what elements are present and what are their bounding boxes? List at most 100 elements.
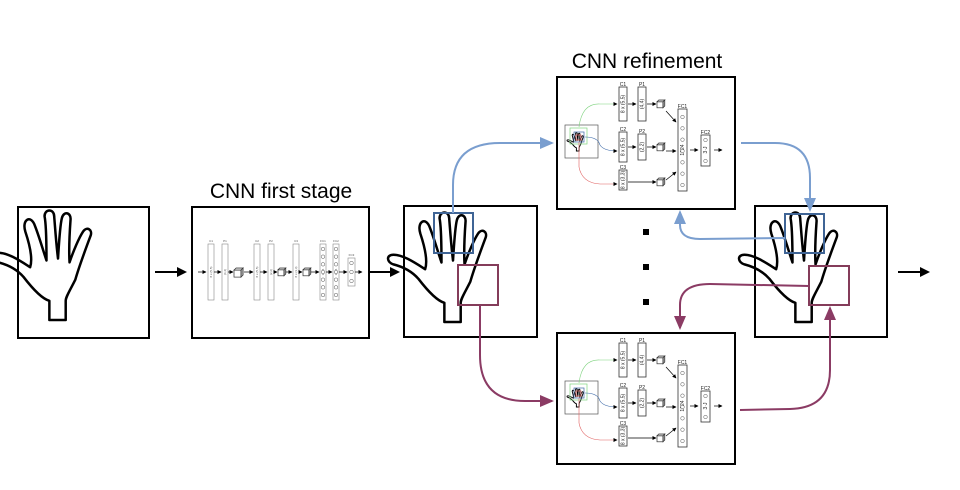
conv-layer-name: C1 (620, 338, 627, 344)
conv-layer-size: 8 x (3,3) (621, 426, 627, 445)
neuron (703, 414, 708, 420)
ellipsis-dot (643, 229, 649, 235)
neuron (320, 262, 326, 267)
layer-p1: P1(4,4) (221, 239, 229, 301)
layer-name: FC2 (333, 239, 339, 243)
conv-layer (618, 131, 628, 163)
neuron (333, 277, 339, 282)
ellipsis-dots (643, 229, 649, 305)
branch-c2: C28 x (5,5)P2(2,2) (618, 127, 666, 163)
neuron (333, 285, 339, 290)
pool-layer (637, 86, 647, 122)
conv-layer-size: 8 x (5,5) (621, 393, 627, 412)
ellipsis-dot (643, 264, 649, 270)
conv-layer-name: C2 (620, 127, 627, 133)
neuron (349, 269, 354, 275)
layer-name: C3 (294, 239, 298, 243)
refinement-network-top: C18 x (5,5)P1(4,4)C28 x (5,5)P2(2,2)C38 … (564, 82, 723, 192)
neuron (703, 158, 708, 164)
layer-fc3: FC33·J (347, 253, 356, 287)
neuron (349, 278, 354, 284)
pool-layer (637, 342, 647, 378)
layer-size-label: (2,2) (269, 269, 273, 275)
neuron (320, 246, 326, 252)
neuron (320, 285, 326, 290)
neuron (680, 416, 685, 421)
layer-fc2: FC21024 (332, 239, 340, 301)
branch-c3: C38 x (3,3) (618, 165, 666, 191)
red-crop-box (575, 134, 582, 141)
purple-arrow-to-refinement-bottom (479, 305, 554, 407)
neuron (680, 427, 685, 432)
layer-name: FC3 (349, 253, 355, 257)
fc-layer-name: FC2 (701, 386, 711, 392)
pool-layer-name: P2 (639, 385, 645, 391)
green-branch-connector (578, 358, 618, 384)
refinement-network-bottom: C18 x (5,5)P1(4,4)C28 x (5,5)P2(2,2)C38 … (564, 338, 723, 448)
neuron (680, 404, 685, 410)
feature-map-cube (656, 99, 666, 109)
pool-layer (637, 133, 647, 161)
layer-c2: C28 x (5,5) (253, 239, 261, 301)
blue-branch-connector (584, 392, 618, 409)
fc-layer-name: FC1 (678, 360, 688, 366)
fc-layer-size: 3·J (703, 402, 709, 409)
conv-layer-size: 8 x (5,5) (621, 350, 627, 369)
purple-region-box (457, 264, 499, 306)
neuron (333, 292, 339, 298)
green-crop-box (569, 383, 588, 401)
layer-arrow (665, 366, 677, 379)
refinement-input-thumbnail (564, 380, 599, 415)
pool-layer-name: P2 (639, 129, 645, 135)
branch-c1: C18 x (5,5)P1(4,4) (618, 338, 666, 378)
neuron (703, 137, 708, 143)
pool-layer-name: P1 (639, 82, 645, 88)
cnn-refinement-top-panel: C18 x (5,5)P1(4,4)C28 x (5,5)P2(2,2)C38 … (556, 76, 736, 210)
pool-layer-size: (2,2) (640, 142, 646, 153)
fc-layer (700, 390, 711, 423)
layer-c3: C3 8 x (3,3) (292, 239, 300, 301)
conv-layer (618, 387, 628, 419)
purple-arrow-loop-back (674, 282, 810, 330)
fc-layer-size: 3·J (703, 146, 709, 153)
blue-arrow-to-refined (741, 142, 816, 212)
blue-arrow-to-refinement-top (452, 137, 554, 213)
layer-fc1: FC11024 (677, 104, 687, 192)
blue-arrow-loop-back (674, 210, 786, 241)
conv-layer-size: 8 x (5,5) (621, 94, 627, 113)
conv-layer (618, 425, 628, 447)
layer-size-label: 8 x (5,5) (209, 266, 213, 277)
green-branch-connector (578, 102, 618, 128)
feature-map-cube (656, 433, 666, 443)
conv-layer (618, 342, 628, 378)
layer-size-label: 8 x (5,5) (255, 266, 259, 277)
pool-layer-size: (4,4) (640, 99, 646, 110)
blue-branch-connector (584, 136, 618, 153)
neuron (680, 171, 685, 176)
refined-estimate-panel (737, 205, 888, 338)
red-crop-box (575, 390, 582, 397)
initial-estimate-panel (386, 205, 538, 338)
neuron (680, 126, 685, 131)
neuron (680, 160, 685, 165)
neuron (680, 182, 685, 188)
neuron (680, 148, 685, 154)
blue-region-box (784, 213, 825, 254)
layer-size-label: 8 x (3,3) (294, 266, 298, 277)
refinement-title: CNN refinement (572, 50, 723, 73)
feature-map-cube (656, 398, 666, 408)
layer-fc2: FC2 3·J (700, 386, 711, 423)
red-branch-connector (578, 398, 618, 442)
first-stage-network: C18 x (5,5) P1(4,4) C28 x (5,5) P2(2,2) C3 8 … (198, 239, 363, 301)
conv-layer (618, 86, 628, 122)
pool-layer-size: (2,2) (640, 398, 646, 409)
neuron (333, 246, 339, 252)
layer-name: P1 (223, 239, 227, 243)
first-stage-title: CNN first stage (210, 180, 352, 203)
layer-p2: P2(2,2) (267, 239, 275, 301)
layer-c1: C18 x (5,5) (207, 239, 215, 301)
green-crop-box (569, 127, 588, 145)
neuron (320, 292, 326, 298)
pool-layer-size: (4,4) (640, 355, 646, 366)
neuron (333, 254, 339, 259)
